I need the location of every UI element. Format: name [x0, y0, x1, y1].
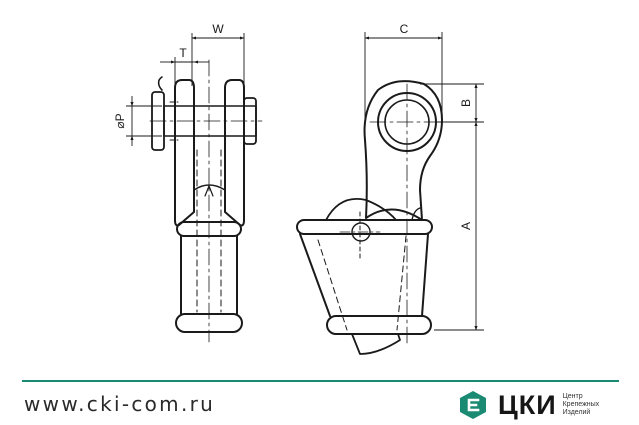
front-view — [149, 59, 263, 343]
eye-plate — [363, 80, 443, 221]
front-view-dimensions — [126, 33, 245, 146]
side-socket-body — [299, 233, 429, 317]
dim-label-t: T — [179, 46, 187, 60]
dim-label-p: ⌀P — [113, 113, 127, 128]
dim-label-b: B — [459, 99, 473, 107]
clevis-leg-left — [174, 79, 195, 227]
cotter-pin — [157, 76, 163, 91]
dim-label-c: C — [400, 22, 409, 36]
clevis-leg-right — [224, 79, 245, 227]
logo-emblem-icon — [460, 391, 486, 419]
footer-divider — [22, 380, 619, 382]
side-view-dimensions — [364, 32, 484, 331]
technical-drawing: W T ⌀P C B A — [113, 22, 484, 355]
dim-label-w: W — [212, 22, 224, 36]
wedge — [351, 333, 401, 355]
side-collar-top — [296, 219, 433, 235]
brand-logo: ЦКИ Центр Крепежных Изделий — [458, 390, 599, 420]
brand-tagline: Центр Крепежных Изделий — [563, 393, 600, 417]
side-collar-bottom — [326, 315, 432, 335]
cross-pin-hole — [351, 222, 371, 242]
tagline-line-1: Центр — [562, 393, 583, 400]
brand-name: ЦКИ — [498, 390, 557, 420]
socket-body — [180, 235, 238, 315]
tagline-line-2: Крепежных — [562, 401, 600, 408]
dim-label-a: A — [459, 222, 473, 230]
tagline-line-3: Изделий — [562, 409, 591, 416]
site-url[interactable]: www.cki-com.ru — [24, 392, 216, 416]
side-view — [296, 80, 453, 355]
